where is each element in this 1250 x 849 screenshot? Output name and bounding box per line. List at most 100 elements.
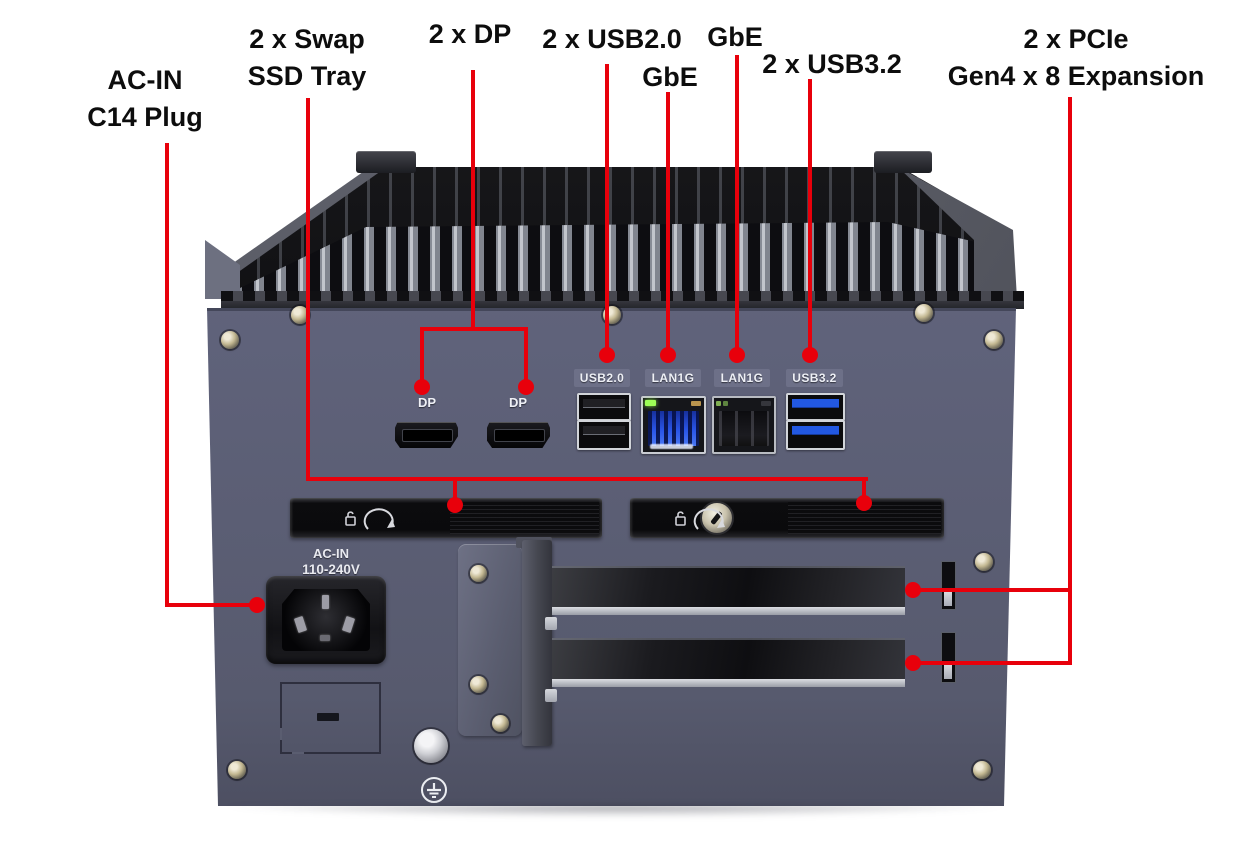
lan-port-1 [641, 396, 706, 454]
pcie-slot-2-lip [552, 679, 905, 687]
slot-divider-tab [545, 617, 557, 630]
ssd-tray-2 [630, 498, 944, 538]
lifting-bracket-right [874, 151, 932, 173]
callout-line-dp [524, 327, 528, 381]
usb2-port-a [577, 393, 631, 421]
callout-acin-line2: C14 Plug [87, 102, 203, 132]
pcie-retention-plate [458, 544, 522, 736]
lan2-link-led [716, 401, 721, 406]
callout-line-dp [420, 327, 528, 331]
dp1-silkscreen-label: DP [417, 395, 437, 410]
grounding-screw [414, 729, 448, 763]
pcie-slot-cover-2 [552, 638, 905, 687]
callout-dot-pcie1 [905, 582, 921, 598]
ground-symbol-icon [421, 777, 447, 803]
c14-cavity [282, 589, 370, 651]
lan1-activity-led [691, 401, 701, 406]
usb2-port-b-tongue [583, 426, 625, 435]
callout-line-pcie [915, 588, 1072, 592]
c14-pin-line [293, 615, 308, 634]
callout-label-acin: AC-IN C14 Plug [58, 62, 232, 136]
side-vent-insert [944, 589, 952, 606]
screw [973, 761, 991, 779]
usb2-port-a-tongue [583, 399, 625, 408]
callout-dot-ssd2 [856, 495, 872, 511]
acin-silkscreen-line1: AC-IN [312, 546, 350, 561]
callout-label-gbe2: GbE [707, 22, 763, 52]
displayport-2-slot [494, 429, 545, 442]
slot-divider-tab [545, 689, 557, 702]
callout-line-usb20 [605, 64, 609, 350]
callout-line-ssd [306, 98, 310, 481]
lan1-connector [648, 411, 699, 446]
callout-line-ssd [862, 477, 866, 499]
callout-dot-ssd1 [447, 497, 463, 513]
lan2-silkscreen-label: LAN1G [714, 369, 770, 387]
lan-port-2 [712, 396, 776, 454]
callout-dot-gbe1 [660, 347, 676, 363]
callout-line-dp [471, 70, 475, 331]
lan2-activity-led [761, 401, 771, 406]
heatsink-base [221, 301, 1024, 309]
callout-line-gbe1 [666, 92, 670, 350]
ssd-tray-1-vent [450, 502, 599, 534]
callout-dot-usb20 [599, 347, 615, 363]
lan2-link-led2 [723, 401, 728, 406]
screw [492, 715, 509, 732]
callout-line-acin [165, 603, 257, 607]
punch-out-gap [292, 752, 304, 754]
ssd-tray-1 [290, 498, 691, 538]
screw [470, 676, 487, 693]
callout-dot-dp2 [518, 379, 534, 395]
pcie-slot-cover-1 [552, 566, 905, 615]
c14-bottom-notch [320, 635, 330, 641]
callout-line-ssd [453, 477, 457, 501]
lan1-link-led [645, 400, 656, 406]
callout-label-usb20: 2 x USB2.0 [542, 24, 682, 54]
punch-out-gap [280, 728, 282, 740]
lifting-bracket-left [356, 151, 416, 173]
punch-out-slot [317, 713, 339, 721]
callout-line-usb32 [808, 79, 812, 350]
displayport-1 [395, 422, 458, 448]
side-vent-cutout-1 [941, 561, 956, 610]
callout-ssd-line2: SSD Tray [247, 61, 367, 91]
displayport-2 [487, 422, 550, 448]
usb32-port-b [786, 420, 845, 450]
callout-ssd-line1: 2 x Swap [249, 24, 365, 54]
punch-out-blank [280, 682, 381, 754]
callout-line-acin [165, 143, 169, 607]
displayport-1-slot [402, 429, 453, 442]
heatsink-base-vents [221, 291, 1024, 302]
c14-pin-neutral [341, 615, 356, 634]
callout-label-gbe1: GbE [642, 62, 698, 92]
c14-pin-earth [322, 595, 329, 609]
pcie-slot-1-lip [552, 607, 905, 615]
usb32-port-a-tongue [792, 399, 839, 408]
acin-silkscreen-line2: 110-240V [302, 562, 360, 577]
callout-label-usb32: 2 x USB3.2 [762, 49, 902, 79]
screw [228, 761, 246, 779]
callout-line-pcie [1068, 97, 1072, 665]
callout-pcie-line2: Gen4 x 8 Expansion [947, 61, 1205, 91]
callout-line-ssd [306, 477, 868, 481]
usb32-port-b-tongue [792, 426, 839, 435]
unlock-arrow-icon [675, 508, 725, 530]
side-vent-insert [944, 661, 952, 679]
callout-line-gbe2 [735, 55, 739, 350]
c14-power-inlet [266, 576, 386, 664]
usb20-silkscreen-label: USB2.0 [574, 369, 630, 387]
callout-label-dp: 2 x DP [428, 19, 512, 49]
chassis-drop-shadow [215, 805, 1015, 818]
lan1-silkscreen-label: LAN1G [645, 369, 701, 387]
lan2-connector [719, 411, 769, 446]
ssd-tray-2-keylock [700, 501, 734, 535]
side-vent-cutout-2 [941, 632, 956, 683]
callout-dot-gbe2 [729, 347, 745, 363]
screw [985, 331, 1003, 349]
callout-dot-pcie2 [905, 655, 921, 671]
callout-acin-line1: AC-IN [107, 65, 183, 95]
callout-label-pcie: 2 x PCIe Gen4 x 8 Expansion [936, 21, 1216, 95]
lan1-bottom-reflection [650, 444, 693, 449]
